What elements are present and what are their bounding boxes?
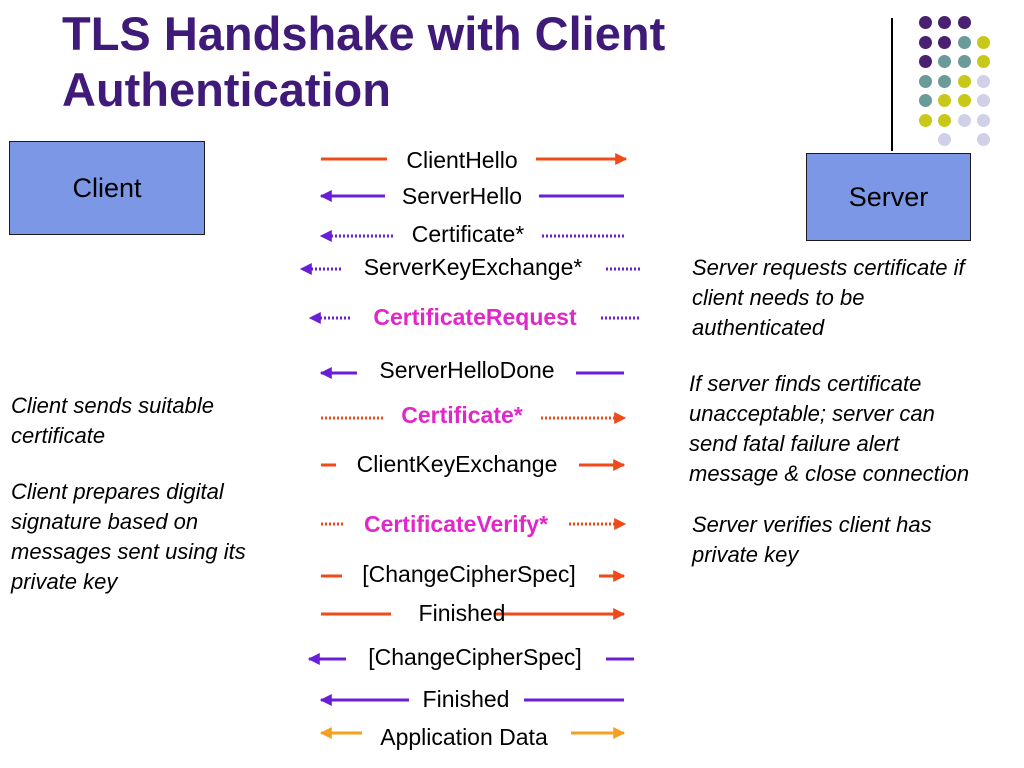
decorative-dot — [918, 74, 932, 88]
note-line: send fatal failure alert — [689, 431, 900, 456]
decorative-dot — [977, 35, 990, 49]
message-label: Finished — [422, 686, 510, 712]
note-server-verifies: Server verifies client has private key — [692, 510, 932, 570]
decorative-dot — [957, 16, 971, 29]
decorative-dot — [918, 94, 932, 107]
decorative-dot — [918, 55, 932, 68]
decorative-dot — [918, 16, 932, 29]
decorative-dot — [957, 55, 971, 68]
message-label: Finished — [418, 600, 506, 626]
note-line: message & close connection — [689, 461, 970, 486]
decorative-dot — [957, 74, 971, 88]
note-line: authenticated — [692, 315, 825, 340]
note-line: certificate — [11, 423, 106, 448]
decorative-dot — [977, 55, 990, 68]
message-label: ClientHello — [406, 147, 518, 173]
message-label: ServerKeyExchange* — [363, 254, 583, 280]
server-label: Server — [848, 181, 929, 212]
note-line: Client sends suitable — [11, 393, 215, 418]
note-line: unacceptable; server can — [689, 401, 935, 426]
note-line: Server verifies client has — [692, 512, 932, 537]
decorative-dot — [957, 94, 971, 107]
note-line: client needs to be — [692, 285, 865, 310]
note-line: messages sent using its — [11, 539, 246, 564]
message-label: CertificateRequest — [373, 304, 577, 330]
message-label: [ChangeCipherSpec] — [368, 644, 582, 670]
decorative-dot — [938, 16, 951, 29]
note-client-signature: Client prepares digital signature based … — [11, 477, 246, 597]
client-label: Client — [72, 172, 142, 203]
decorative-dot — [938, 35, 951, 49]
message-label: Application Data — [380, 724, 548, 750]
title-line-2: Authentication — [62, 63, 391, 116]
message-label: Certificate* — [411, 221, 525, 247]
decorative-dot — [957, 35, 971, 49]
note-line: Client prepares digital — [11, 479, 224, 504]
decorative-divider-line — [891, 18, 893, 151]
server-box: Server — [806, 153, 971, 241]
note-line: private key — [692, 542, 799, 567]
note-line: private key — [11, 569, 118, 594]
title-line-1: TLS Handshake with Client — [62, 7, 666, 60]
decorative-dot — [977, 94, 990, 107]
decorative-dot — [938, 94, 951, 107]
decorative-dot — [977, 113, 990, 127]
page-title: TLS Handshake with Client Authentication — [62, 6, 822, 118]
note-line: Server requests certificate if — [692, 255, 965, 280]
decorative-dot — [918, 35, 932, 49]
note-line: signature based on — [11, 509, 199, 534]
message-label: ServerHelloDone — [379, 357, 555, 383]
message-label: Certificate* — [401, 402, 523, 428]
client-box: Client — [9, 141, 205, 235]
message-label: ClientKeyExchange — [356, 451, 558, 477]
message-label: ServerHello — [401, 183, 523, 209]
decorative-dot — [938, 133, 951, 146]
decorative-dot — [977, 133, 990, 146]
note-server-request: Server requests certificate if client ne… — [692, 253, 965, 343]
decorative-dot — [938, 113, 951, 127]
decorative-dot — [918, 113, 932, 127]
message-label: [ChangeCipherSpec] — [362, 561, 576, 587]
note-server-unacceptable: If server finds certificate unacceptable… — [689, 369, 969, 489]
note-client-certificate: Client sends suitable certificate — [11, 391, 214, 451]
note-line: If server finds certificate — [689, 371, 922, 396]
decorative-dot — [977, 74, 990, 88]
decorative-dot — [938, 74, 951, 88]
message-label: CertificateVerify* — [363, 511, 549, 537]
decorative-dot — [957, 113, 971, 127]
decorative-dot — [938, 55, 951, 68]
